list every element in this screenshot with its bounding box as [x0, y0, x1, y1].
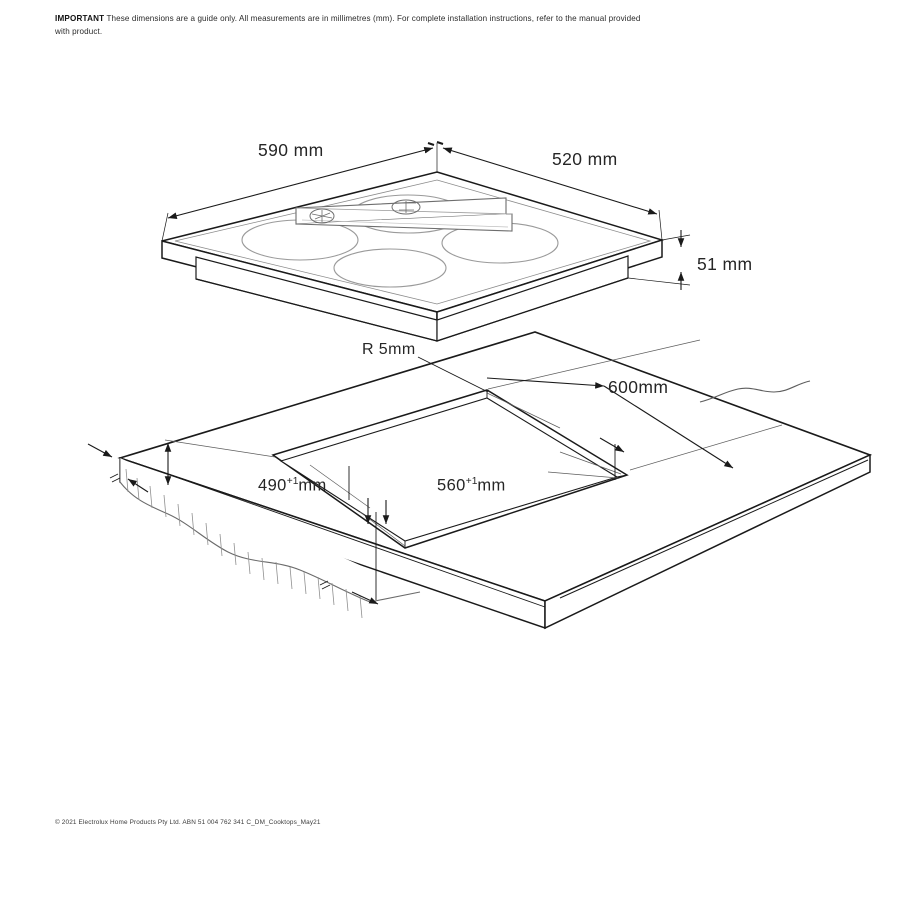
important-note-body: These dimensions are a guide only. All m… [55, 14, 641, 36]
benchtop-break-line [699, 380, 811, 403]
benchtop-right-thickness [544, 453, 871, 630]
important-note: IMPORTANT These dimensions are a guide o… [55, 13, 655, 38]
cooking-zone-rear-right [351, 194, 465, 234]
cooking-zone-rear-left [241, 219, 359, 261]
dimension-490-tolerance: +1 [286, 476, 299, 487]
benchtop-cutout [271, 389, 629, 549]
cooktop-lower-body [195, 255, 629, 342]
dimension-560-unit: mm [477, 476, 506, 495]
dimension-560 [486, 392, 625, 480]
cooking-zone-front-left [333, 248, 447, 288]
copyright-text: © 2021 Electrolux Home Products Pty Ltd.… [55, 819, 321, 826]
dimension-label-51: 51 mm [697, 254, 753, 274]
dimension-label-corner-radius: R 5mm [362, 341, 416, 358]
control-panel [295, 197, 513, 232]
dimension-490-value: 490 [258, 476, 287, 495]
dimension-label-560: 560+1mm [437, 476, 506, 496]
control-knob-left [309, 208, 335, 224]
cooktop-top-plate [161, 171, 665, 313]
dimension-51 [627, 230, 691, 290]
dimension-corner-radius-leader [417, 356, 489, 393]
dimension-corner-arrows [87, 443, 379, 605]
dimension-label-490: 490+1mm [258, 476, 327, 496]
cooking-zone-right [441, 222, 559, 264]
dimension-600 [486, 339, 783, 471]
dimension-560-value: 560 [437, 476, 466, 495]
dimension-label-590: 590 mm [258, 140, 324, 160]
dimension-490 [164, 439, 406, 600]
control-indicator-centre [391, 199, 421, 215]
cooktop-body-thickness [161, 238, 663, 331]
dimension-560-tolerance: +1 [465, 476, 478, 487]
cooking-zones [241, 194, 559, 288]
dimension-label-600: 600mm [608, 377, 669, 397]
benchtop-top-surface [117, 331, 873, 602]
apex-tick-marks [427, 141, 444, 146]
dimension-label-520: 520 mm [552, 149, 618, 169]
important-keyword: IMPORTANT [55, 14, 105, 23]
cooktop-assembly [161, 171, 665, 342]
dimension-490-unit: mm [298, 476, 327, 495]
